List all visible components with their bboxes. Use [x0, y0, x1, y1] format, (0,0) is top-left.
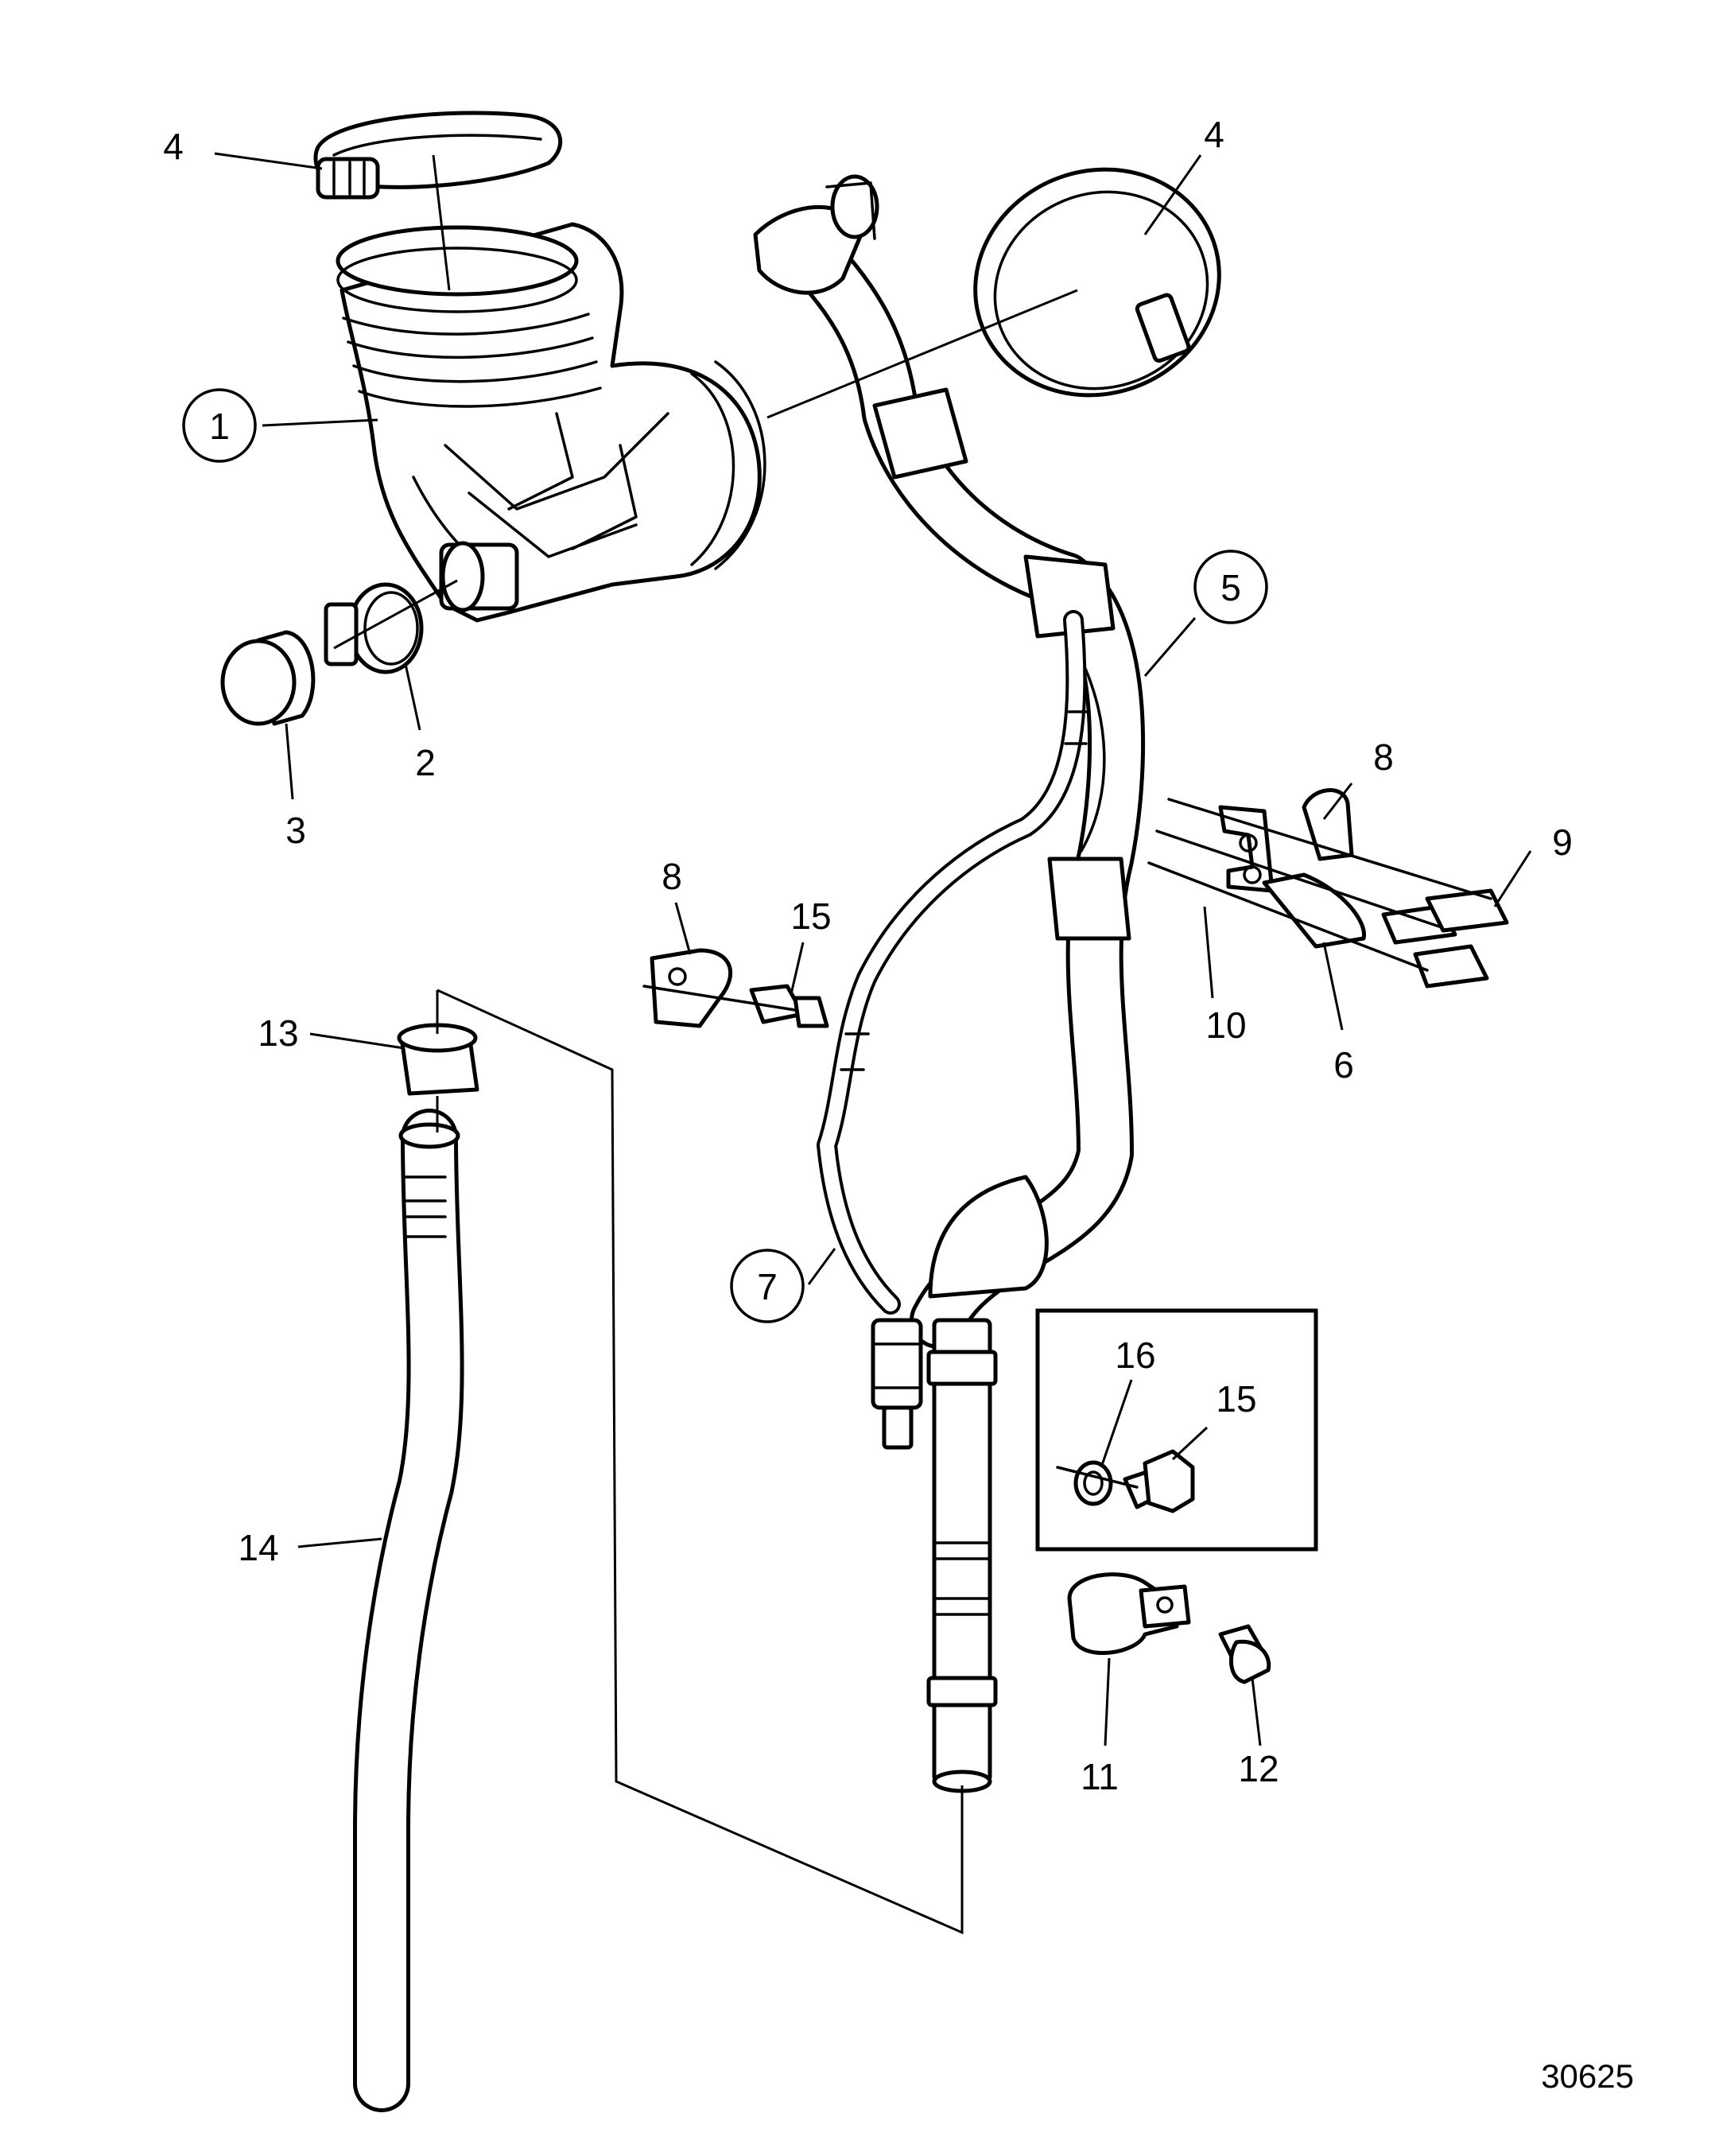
breather-hose-part-5 [753, 174, 1146, 1349]
callout-16: 16 [1115, 1334, 1155, 1376]
small-clamp-part-2 [324, 582, 424, 674]
intake-elbow-part-1 [336, 222, 766, 623]
bracket-assembly-parts-6-8-9-10 [1147, 788, 1509, 989]
callout-13: 13 [258, 1012, 298, 1054]
callout-10: 10 [1205, 1004, 1246, 1046]
callout-8-right: 8 [1373, 736, 1394, 778]
callout-3: 3 [285, 810, 306, 851]
callout-5: 5 [1193, 550, 1268, 624]
callout-9: 9 [1552, 822, 1573, 863]
callout-4-left: 4 [163, 126, 184, 167]
callout-12: 12 [1238, 1748, 1279, 1789]
assembly-alignment-lines [333, 154, 1078, 1935]
svg-text:1: 1 [209, 406, 230, 447]
inset-detail-box [1035, 1308, 1318, 1552]
callout-1: 1 [182, 388, 257, 463]
callout-11: 11 [1081, 1756, 1119, 1797]
callout-labels: 1 5 7 4 4 2 3 8 9 10 6 8 15 13 14 11 12 … [163, 114, 1573, 1797]
hose-outlet-connector [871, 1318, 998, 1793]
callout-4-right: 4 [1204, 114, 1224, 155]
callout-2: 2 [415, 742, 436, 783]
hose-clamp-part-4-left [313, 111, 563, 200]
callout-15-inset: 15 [1216, 1378, 1256, 1420]
drawing-number: 30625 [1541, 2057, 1634, 2095]
callout-15-left: 15 [790, 895, 831, 937]
callout-7: 7 [730, 1249, 805, 1323]
long-hose-part-14 [353, 1109, 464, 2112]
p-clamp-part-11-with-bolt-12 [1067, 1572, 1271, 1684]
callout-leaders [214, 152, 1532, 1746]
svg-text:5: 5 [1220, 567, 1241, 608]
hose-clip-part-8-with-bolt-15 [642, 948, 829, 1028]
callout-6: 6 [1333, 1044, 1354, 1086]
svg-text:7: 7 [757, 1266, 778, 1307]
hose-clamp-part-13 [397, 1023, 479, 1096]
cap-part-3 [220, 630, 316, 726]
hose-clamp-part-4-right [973, 167, 1221, 398]
breather-tube-part-7 [817, 610, 1091, 1315]
callout-8-left: 8 [662, 856, 682, 897]
callout-14: 14 [238, 1527, 278, 1568]
